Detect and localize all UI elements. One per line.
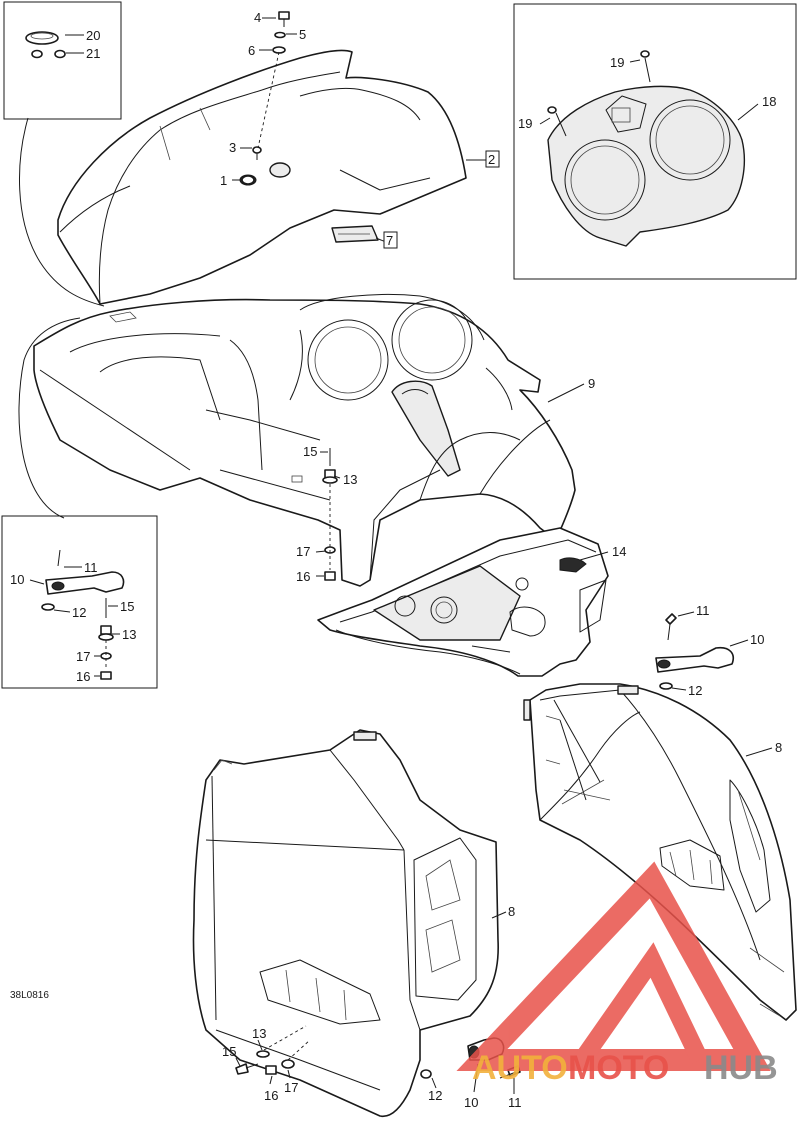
console-body-part-9 (33, 294, 576, 587)
callout-3: 3 (229, 140, 236, 155)
clip-part-19 (547, 50, 650, 114)
callout-13-bottom: 13 (252, 1026, 266, 1041)
callout-5: 5 (299, 27, 306, 42)
watermark-text: AUTO MOTO HUB (472, 1049, 778, 1087)
nut-part-21 (31, 49, 66, 59)
handle-kit-right (655, 613, 734, 690)
callout-12-right: 12 (688, 683, 702, 698)
callout-21: 21 (86, 46, 100, 61)
callout-15-inset: 15 (120, 599, 134, 614)
trim-part-7 (331, 225, 379, 243)
callout-11-bottom: 11 (508, 1095, 522, 1110)
side-panel-fasteners-left (235, 1050, 295, 1075)
gauge-bezel-part-18 (547, 85, 745, 247)
callout-13-inset: 13 (122, 627, 136, 642)
callout-15-bottom: 15 (222, 1044, 236, 1059)
watermark-auto: AUTO (472, 1049, 568, 1087)
callout-2: 2 (488, 152, 495, 167)
callout-9: 9 (588, 376, 595, 391)
upper-hood-part-2 (57, 49, 467, 305)
callout-12-inset: 12 (72, 605, 86, 620)
callout-13-console: 13 (343, 472, 357, 487)
callout-16-bottom: 16 (264, 1088, 278, 1103)
tray-part-14 (317, 527, 609, 677)
callout-15-console: 15 (303, 444, 317, 459)
callout-11-inset: 11 (84, 560, 98, 575)
callout-6: 6 (248, 43, 255, 58)
callout-19-left: 19 (518, 116, 532, 131)
callout-4: 4 (254, 10, 261, 25)
callout-16-console: 16 (296, 569, 310, 584)
detail-frame-handle-kit (1, 515, 158, 689)
callout-17-inset: 17 (76, 649, 90, 664)
fastener-stack-1-6 (241, 11, 290, 185)
callout-18: 18 (762, 94, 776, 109)
callout-17-console: 17 (296, 544, 310, 559)
callout-20: 20 (86, 28, 100, 43)
handle-kit-left (41, 549, 125, 680)
callout-17-bottom: 17 (284, 1080, 298, 1095)
callout-10-bottom: 10 (464, 1095, 478, 1110)
callout-10-inset: 10 (10, 572, 24, 587)
callout-11-right: 11 (696, 603, 710, 618)
callout-8-left: 8 (508, 904, 515, 919)
cap-part-20 (25, 31, 59, 45)
callout-1: 1 (220, 173, 227, 188)
callout-19-top: 19 (610, 55, 624, 70)
watermark-moto: MOTO (568, 1049, 669, 1087)
figure-reference: 38L0816 (10, 990, 49, 1001)
side-panel-left-part-8 (192, 729, 499, 1118)
detail-frame-caps (3, 1, 122, 120)
watermark-hub: HUB (704, 1049, 778, 1087)
detail-frame-gauge-bezel (513, 3, 797, 280)
watermark-logo-mark (456, 861, 771, 1071)
callout-7: 7 (386, 233, 393, 248)
callout-labels: 20 21 4 5 6 3 1 2 7 19 19 18 9 15 13 17 … (10, 10, 782, 1110)
callout-12-bottom: 12 (428, 1088, 442, 1103)
callout-14: 14 (612, 544, 626, 559)
callout-8-right: 8 (775, 740, 782, 755)
callout-16-inset: 16 (76, 669, 90, 684)
callout-10-right: 10 (750, 632, 764, 647)
